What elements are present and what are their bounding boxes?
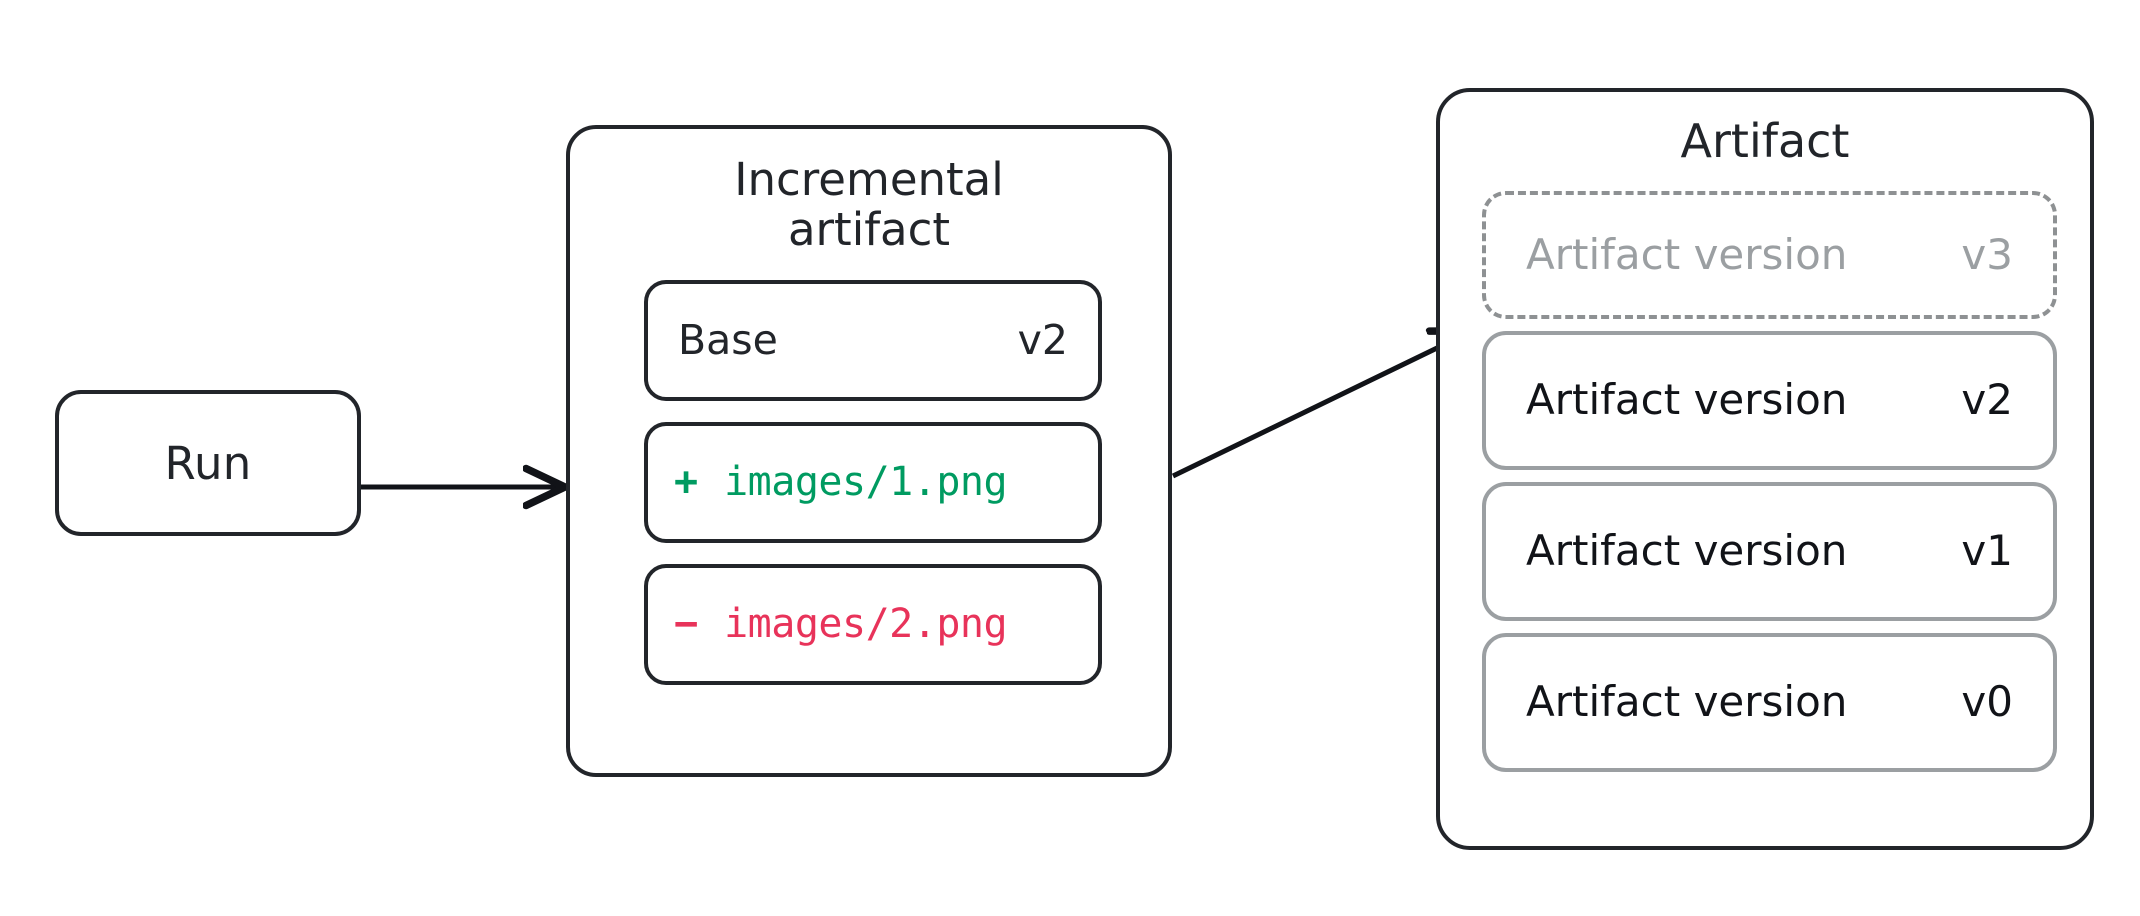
run-node[interactable]: Run (55, 390, 361, 536)
artifact-version-tag: v0 (1961, 677, 2013, 727)
incremental-artifact-node[interactable]: Incremental artifact Base v2 + images/1.… (566, 125, 1172, 777)
artifact-version-label: Artifact version (1526, 526, 1848, 576)
artifact-version-label: Artifact version (1526, 677, 1848, 727)
artifact-version-label: Artifact version (1526, 229, 1848, 279)
run-label: Run (164, 436, 252, 490)
added-file-path: images/1.png (724, 459, 1008, 506)
base-version-tag: v2 (1017, 315, 1068, 364)
incremental-removed-row[interactable]: − images/2.png (644, 563, 1102, 685)
artifact-version-row-v3[interactable]: Artifact version v3 (1482, 190, 2057, 319)
base-label: Base (678, 315, 778, 364)
artifact-version-row-v2[interactable]: Artifact version v2 (1482, 330, 2057, 470)
plus-icon: + (674, 459, 699, 506)
artifact-version-tag: v3 (1961, 229, 2013, 279)
arrow-incremental-to-artifact (1171, 333, 1468, 479)
artifact-version-row-v0[interactable]: Artifact version v0 (1482, 632, 2057, 772)
removed-file-path: images/2.png (724, 601, 1008, 648)
artifact-version-label: Artifact version (1526, 375, 1848, 425)
minus-icon: − (674, 601, 699, 648)
artifact-version-tag: v1 (1961, 526, 2013, 576)
artifact-node[interactable]: Artifact Artifact version v3 Artifact ve… (1436, 88, 2094, 850)
incremental-artifact-title: Incremental artifact (734, 153, 1004, 257)
artifact-title: Artifact (1680, 114, 1850, 168)
artifact-version-row-v1[interactable]: Artifact version v1 (1482, 481, 2057, 621)
incremental-base-row[interactable]: Base v2 (644, 279, 1102, 401)
incremental-added-row[interactable]: + images/1.png (644, 421, 1102, 543)
artifact-version-tag: v2 (1961, 375, 2013, 425)
